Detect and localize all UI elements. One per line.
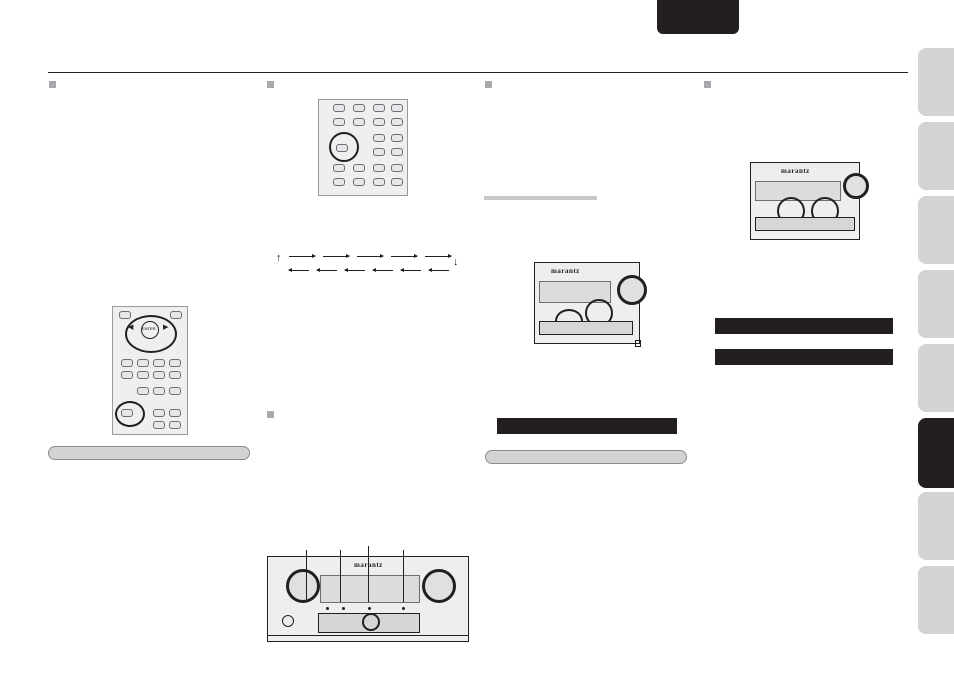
header-rule: [48, 72, 908, 73]
note-pill-2: [485, 450, 687, 464]
note-pill-1: [48, 446, 250, 460]
display-indicator-bar-3: [715, 349, 893, 365]
front-panel-illustration-partial-1: marantz: [534, 262, 647, 344]
left-arrow-icon: ◀: [128, 324, 134, 331]
corner-mark: [635, 340, 641, 347]
side-tab-5[interactable]: [918, 344, 954, 412]
side-tab-8[interactable]: [918, 566, 954, 634]
right-arrow-icon: [357, 254, 384, 258]
side-tab-1[interactable]: [918, 48, 954, 116]
side-tab-3[interactable]: [918, 196, 954, 264]
right-arrow-icon: [323, 254, 350, 258]
side-tab-6-active[interactable]: [918, 418, 954, 488]
remote-illustration-surround: [318, 99, 408, 196]
callout-line-2: [340, 550, 341, 602]
side-tab-7[interactable]: [918, 492, 954, 560]
right-arrow-icon: ▶: [163, 324, 169, 331]
brand-logo: marantz: [781, 167, 810, 175]
down-arrow-icon: ↓: [453, 256, 459, 268]
callout-line-4: [403, 550, 404, 602]
display-indicator-bar-2: [715, 318, 893, 334]
remote-illustration-cursor: ENTER ◀ ▶: [112, 306, 188, 435]
up-arrow-icon: ↑: [276, 252, 282, 264]
front-panel-illustration-partial-2: marantz: [750, 162, 869, 240]
section-marker-5: [267, 411, 274, 418]
subheading-rule: [484, 196, 597, 200]
left-arrow-icon: [400, 268, 421, 272]
section-marker-3: [485, 81, 492, 88]
section-marker-2: [267, 81, 274, 88]
remote-enter-label: ENTER: [142, 326, 156, 331]
left-arrow-icon: [428, 268, 449, 272]
brand-logo: marantz: [551, 267, 580, 275]
right-arrow-icon: [391, 254, 418, 258]
section-marker-1: [49, 81, 56, 88]
right-arrow-icon: [289, 254, 316, 258]
callout-line-1: [306, 550, 307, 602]
left-arrow-icon: [316, 268, 337, 272]
callout-line-3: [368, 546, 369, 602]
left-arrow-icon: [344, 268, 365, 272]
left-arrow-icon: [288, 268, 309, 272]
display-indicator-bar-1: [497, 418, 677, 434]
side-tab-2[interactable]: [918, 122, 954, 190]
section-marker-4: [704, 81, 711, 88]
left-arrow-icon: [372, 268, 393, 272]
right-arrow-icon: [425, 254, 452, 258]
side-tab-4[interactable]: [918, 270, 954, 338]
language-tab: [657, 0, 739, 34]
